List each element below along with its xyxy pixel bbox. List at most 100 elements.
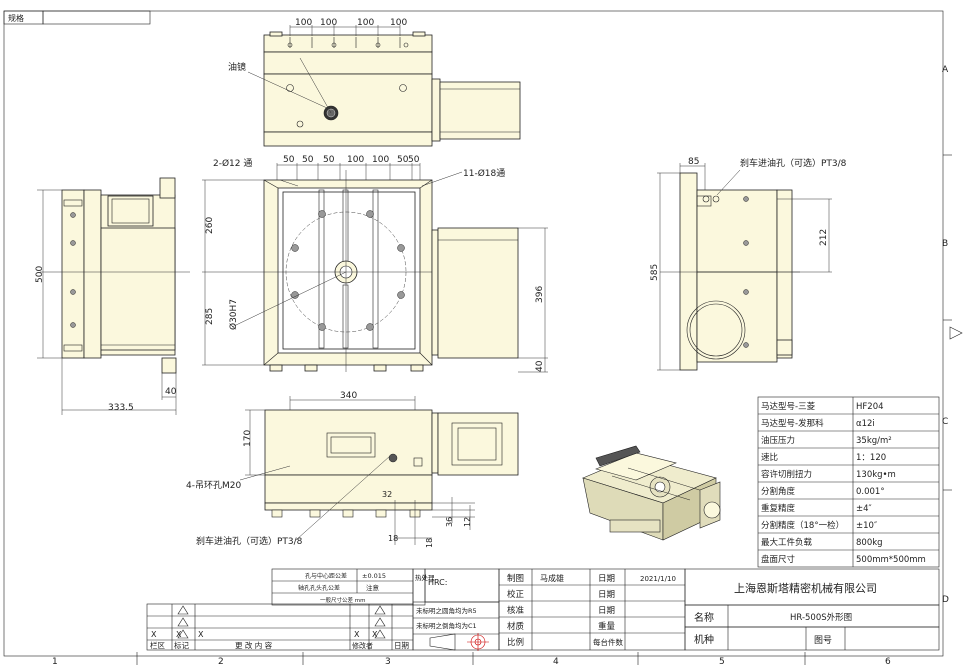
col-marker-2: 2 xyxy=(218,657,224,667)
col-marker-6: 6 xyxy=(885,657,891,667)
right-view xyxy=(657,163,832,371)
spec-value-1: α12i xyxy=(856,419,875,429)
corner-box-2 xyxy=(42,10,151,25)
spec-value-5: 0.001° xyxy=(856,487,885,497)
revision-triangles xyxy=(177,605,386,639)
front-dim-1: 50 xyxy=(283,155,295,165)
corner-label: 规格 xyxy=(8,13,24,23)
oil-sight-label: 油镜 xyxy=(228,61,246,73)
dim-40-left: 40 xyxy=(165,387,177,397)
spec-label-4: 容许切削扭力 xyxy=(761,469,812,480)
front-view xyxy=(202,163,548,373)
top-dim-4: 100 xyxy=(390,18,407,28)
spec-table xyxy=(757,396,940,568)
projection-symbol xyxy=(429,633,489,651)
rev-x-1: X xyxy=(176,630,182,639)
spec-label-3: 速比 xyxy=(761,452,778,463)
spec-label-1: 马达型号-发那科 xyxy=(761,418,824,429)
rev-x-0: X xyxy=(151,630,157,639)
dim-340: 340 xyxy=(340,391,357,401)
spec-value-0: HF204 xyxy=(856,402,884,412)
rev-x-2: X xyxy=(198,630,204,639)
date-label-1: 日期 xyxy=(598,574,615,584)
tol-row2-value: 注意 xyxy=(366,583,380,592)
spec-label-0: 马达型号-三菱 xyxy=(761,401,816,412)
spec-value-2: 35kg/m² xyxy=(856,436,892,446)
front-dim-2: 50 xyxy=(302,155,314,165)
title-block-grid xyxy=(146,568,940,651)
spec-value-8: 800kg xyxy=(856,538,883,548)
rev-col-sign: 修改者 xyxy=(352,641,373,650)
dim-585: 585 xyxy=(650,264,660,281)
company-name: 上海恩斯塔精密机械有限公司 xyxy=(734,581,877,595)
made-label: 制图 xyxy=(507,573,524,584)
two-hole-callout: 2-Ø12 通 xyxy=(213,158,252,169)
spec-value-7: ±10″ xyxy=(856,521,877,531)
approve-label: 核准 xyxy=(507,605,525,616)
material-label: 材质 xyxy=(507,621,525,632)
row-markers: A B C D xyxy=(942,65,952,605)
rev-col-mark: 标记 xyxy=(174,640,189,650)
tol-row3-label: 一般尺寸公差 mm xyxy=(320,596,365,604)
tol-row1-value: ±0.015 xyxy=(362,572,386,580)
rev-col-date: 日期 xyxy=(394,641,409,650)
brake-hole-label: 刹车进油孔（可选）PT3/8 xyxy=(196,535,303,547)
sheet-border xyxy=(3,10,944,657)
row-marker-c: C xyxy=(942,417,948,427)
col-marker-4: 4 xyxy=(553,657,559,667)
units-label: 每台件数 xyxy=(593,637,623,647)
dim-500: 500 xyxy=(35,266,45,283)
right-view-callout: 刹车进油孔（可选）PT3/8 xyxy=(740,157,847,169)
dim-212: 212 xyxy=(819,229,829,246)
front-dim-3: 50 xyxy=(323,155,335,165)
col-marker-5: 5 xyxy=(719,657,725,667)
dim-170: 170 xyxy=(243,430,253,447)
col-marker-1: 1 xyxy=(52,657,58,667)
col-marker-3: 3 xyxy=(385,657,391,667)
oil-sight-leader xyxy=(247,71,328,109)
spec-value-3: 1：120 xyxy=(856,453,886,463)
spec-label-5: 分割角度 xyxy=(761,486,796,497)
drawing-name: HR-500S外形图 xyxy=(790,612,852,623)
bore-label: Ø30H7 xyxy=(228,299,239,330)
bottom-view xyxy=(239,396,519,545)
lift-hole-label: 4-吊环孔M20 xyxy=(186,480,241,491)
date-label-3: 日期 xyxy=(598,606,615,616)
row-marker-b: B xyxy=(942,239,948,249)
dim-396: 396 xyxy=(535,286,545,303)
hrc-label: HRC: xyxy=(428,578,447,587)
dim-18b: 18 xyxy=(425,538,434,548)
model-label: 机种 xyxy=(694,633,714,646)
spec-value-9: 500mm*500mm xyxy=(856,555,926,565)
date-value: 2021/1/10 xyxy=(640,575,676,583)
dim-12: 12 xyxy=(463,517,472,527)
top-dim-1: 100 xyxy=(295,18,312,28)
front-dim-7: 50 xyxy=(408,155,420,165)
isometric-view xyxy=(582,445,721,541)
eleven-hole-callout: 11-Ø18通 xyxy=(463,168,505,179)
tol-row2-label: 轴孔孔头孔公差 xyxy=(298,584,340,592)
dim-32: 32 xyxy=(382,490,392,499)
drawing-no-label: 图号 xyxy=(814,635,832,646)
top-dim-3: 100 xyxy=(357,18,374,28)
sheet-edge-arrow xyxy=(949,326,963,340)
dim-18a: 18 xyxy=(388,534,398,543)
spec-label-8: 最大工件负载 xyxy=(761,537,813,548)
dim-285: 285 xyxy=(205,308,215,325)
dim-40-front: 40 xyxy=(535,360,545,372)
front-dim-6: 50 xyxy=(397,155,409,165)
dim-85: 85 xyxy=(688,157,699,167)
rev-x-4: X xyxy=(372,630,378,639)
spec-value-6: ±4″ xyxy=(856,504,872,514)
note-r5: 未标明之圆角均为R5 xyxy=(416,606,477,615)
row-marker-a: A xyxy=(942,65,949,75)
spec-label-6: 重复精度 xyxy=(761,503,796,514)
front-dim-5: 100 xyxy=(372,155,389,165)
made-value: 马成雄 xyxy=(540,573,564,583)
treat-label: 热处理 xyxy=(415,573,435,582)
dim-260: 260 xyxy=(205,217,215,234)
date-label-2: 日期 xyxy=(598,590,615,600)
spec-label-2: 油压压力 xyxy=(761,435,795,446)
rev-col-change: 更 改 内 容 xyxy=(235,640,273,650)
